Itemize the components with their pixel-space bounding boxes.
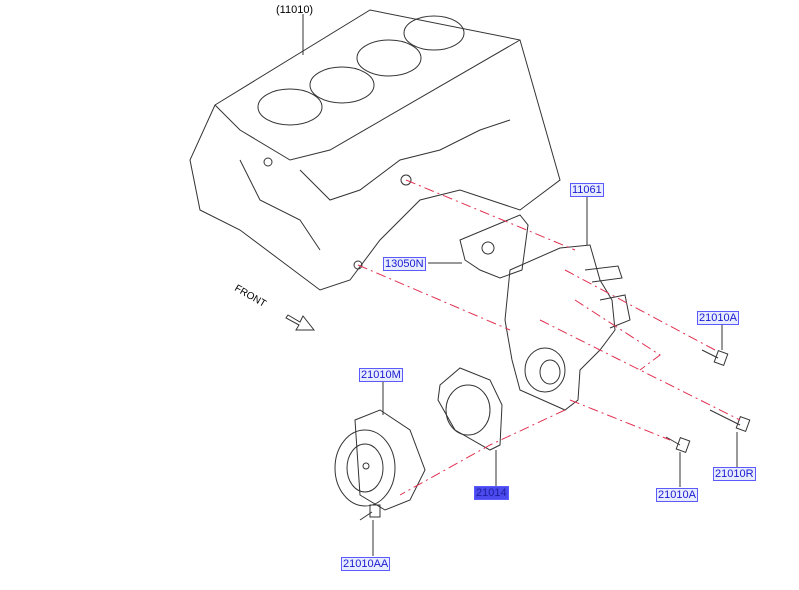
part-label-21010a-bottom[interactable]: 21010A (656, 488, 698, 502)
bolt-21010aa (359, 504, 381, 521)
gasket-13050n (459, 214, 529, 279)
part-label-21010r[interactable]: 21010R (713, 467, 756, 481)
part-label-21014[interactable]: 21014 (474, 486, 509, 500)
part-label-21010m[interactable]: 21010M (359, 368, 403, 382)
block-label: (11010) (276, 4, 314, 16)
part-label-21010a-top[interactable]: 21010A (697, 311, 739, 325)
part-label-13050n[interactable]: 13050N (383, 257, 426, 271)
cylinder-block (189, 9, 561, 291)
front-arrow-icon (285, 314, 316, 331)
bolt-21010a-bottom (665, 436, 691, 453)
part-label-21010aa[interactable]: 21010AA (341, 557, 391, 571)
alignment-lines (357, 179, 741, 496)
water-pump-housing (504, 244, 631, 411)
water-pump (334, 409, 426, 511)
part-label-11061[interactable]: 11061 (570, 183, 604, 197)
bolt-21010a-top (701, 349, 729, 366)
bolt-21010r (709, 409, 751, 432)
gasket-21014 (437, 367, 503, 451)
